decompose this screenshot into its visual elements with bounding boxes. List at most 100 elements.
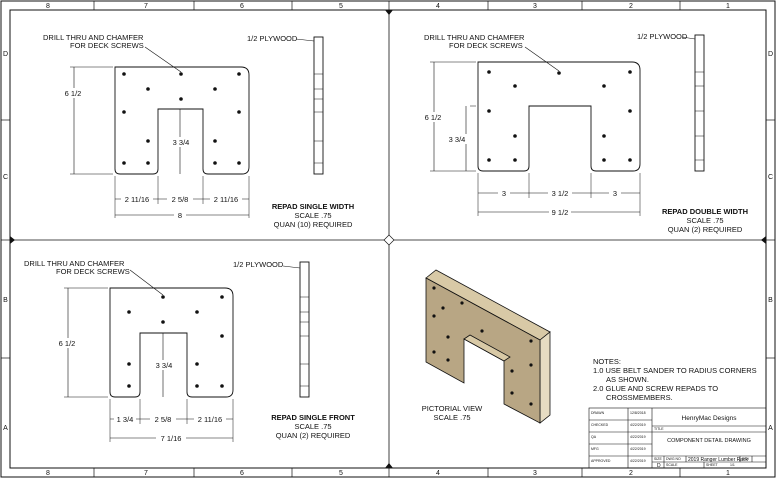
callout-leader	[524, 46, 560, 72]
tb-size: D	[657, 463, 661, 469]
view-quantity: QUAN (10) REQUIRED	[274, 220, 353, 229]
zone-label-top: 7	[144, 3, 148, 10]
pictorial-screw-holes	[432, 286, 533, 406]
panel-outline	[477, 61, 641, 172]
zone-label-bottom: 7	[144, 470, 148, 477]
right-width-dimension: 3	[613, 189, 617, 198]
zone-label-bottom: 3	[533, 470, 537, 477]
zone-label-top: 1	[726, 3, 730, 10]
panel-side-face	[539, 331, 551, 424]
right-width-dimension: 2 11/16	[198, 415, 222, 424]
zone-label-top: 2	[629, 3, 633, 10]
edge-view	[313, 36, 324, 175]
material-label: 1/2 PLYWOOD	[637, 32, 688, 41]
material-leader	[681, 36, 696, 40]
tb-date: 4/22/2019	[630, 459, 646, 463]
tb-date: 4/22/2019	[630, 423, 646, 427]
zone-label-bottom: 4	[436, 470, 440, 477]
zone-label-top: 6	[240, 3, 244, 10]
notes-heading: NOTES:	[593, 357, 621, 366]
center-marks	[10, 10, 766, 468]
callout-leader	[144, 46, 182, 73]
view-title: REPAD SINGLE WIDTH	[272, 202, 354, 211]
zone-label-top: 3	[533, 3, 537, 10]
view-repad-single-front-text: DRILL THRU AND CHAMFER FOR DECK SCREWS 1…	[24, 259, 355, 443]
tb-row-label: MFG	[591, 447, 599, 451]
zone-label-right: B	[768, 297, 773, 304]
material-label: 1/2 PLYWOOD	[233, 260, 284, 269]
screw-holes	[127, 295, 224, 388]
notes-line: CROSSMEMBERS.	[606, 393, 673, 402]
view-title: REPAD SINGLE FRONT	[271, 413, 355, 422]
notes-line: 1.0 USE BELT SANDER TO RADIUS CORNERS	[593, 366, 757, 375]
view-quantity: QUAN (2) REQUIRED	[276, 431, 351, 440]
view-repad-single-width-text: DRILL THRU AND CHAMFER FOR DECK SCREWS 1…	[43, 33, 354, 229]
notes: NOTES: 1.0 USE BELT SANDER TO RADIUS COR…	[593, 357, 757, 402]
zone-label-left: A	[3, 425, 8, 432]
zone-label-left: C	[3, 174, 8, 181]
callout-text: DRILL THRU AND CHAMFER	[43, 33, 144, 42]
callout-leader	[129, 269, 164, 296]
tb-cell-label: REV	[742, 457, 750, 461]
edge-hidden-holes	[300, 296, 309, 387]
view-scale: SCALE .75	[686, 216, 723, 225]
tb-row-label: QA	[591, 435, 597, 439]
tb-cell-label: SCALE	[666, 463, 678, 467]
pictorial-title: PICTORIAL VIEW	[422, 404, 483, 413]
edge-hidden-holes	[314, 73, 323, 164]
tb-drawing-title: COMPONENT DETAIL DRAWING	[667, 438, 751, 444]
edge-hidden-holes	[695, 71, 704, 161]
zone-label-right: C	[768, 174, 773, 181]
left-width-dimension: 1 3/4	[117, 415, 134, 424]
view-quantity: QUAN (2) REQUIRED	[668, 225, 743, 234]
callout-text: FOR DECK SCREWS	[56, 267, 130, 276]
slot-depth-dimension: 3 3/4	[156, 361, 173, 370]
edge-view	[299, 261, 310, 398]
tb-cell-label: SIZE	[654, 457, 662, 461]
slot-inner-edge	[463, 334, 511, 362]
zone-label-left: D	[3, 51, 8, 58]
slot-depth-dimension: 3 3/4	[173, 138, 190, 147]
zone-label-right: A	[768, 425, 773, 432]
panel-outline	[109, 287, 234, 398]
height-dimension: 6 1/2	[425, 113, 442, 122]
material-leader	[295, 38, 315, 42]
view-repad-single-width	[70, 36, 324, 218]
tb-cell-label: TITLE	[654, 427, 664, 431]
material-label: 1/2 PLYWOOD	[247, 34, 298, 43]
tb-row-label: DRAWN	[591, 411, 605, 415]
screw-holes	[122, 72, 241, 165]
tb-date: 12/8/2018	[630, 411, 646, 415]
overall-width-dimension: 8	[178, 211, 182, 220]
title-block-text: DRAWN CHECKED QA MFG APPROVED 12/8/2018 …	[591, 411, 751, 469]
slot-width-dimension: 2 5/8	[172, 195, 189, 204]
zone-label-top: 4	[436, 3, 440, 10]
view-repad-double-width-text: DRILL THRU AND CHAMFER FOR DECK SCREWS 1…	[422, 32, 748, 234]
view-scale: SCALE .75	[294, 422, 331, 431]
pictorial-view	[425, 269, 551, 424]
zone-label-bottom: 8	[46, 470, 50, 477]
tb-date: 4/22/2019	[630, 435, 646, 439]
tb-cell-label: SHEET	[706, 463, 719, 467]
pictorial-scale: SCALE .75	[433, 413, 470, 422]
screw-holes	[487, 70, 632, 162]
zone-labels-side: D C B A D C B A	[3, 51, 773, 432]
tb-company: HenryMac Designs	[682, 415, 738, 422]
zone-label-top: 8	[46, 3, 50, 10]
slot-width-dimension: 2 5/8	[155, 415, 172, 424]
material-leader	[282, 265, 301, 269]
tb-date: 4/22/2019	[630, 447, 646, 451]
zone-label-top: 5	[339, 3, 343, 10]
left-width-dimension: 3	[502, 189, 506, 198]
zone-labels-bottom: 8 7 6 5 4 3 2 1	[46, 470, 730, 477]
callout-text: DRILL THRU AND CHAMFER	[424, 33, 525, 42]
overall-width-dimension: 9 1/2	[552, 208, 569, 217]
callout-text: FOR DECK SCREWS	[449, 41, 523, 50]
height-dimension: 6 1/2	[59, 339, 76, 348]
zone-label-bottom: 5	[339, 470, 343, 477]
zone-labels-top: 8 7 6 5 4 3 2 1	[46, 3, 730, 10]
